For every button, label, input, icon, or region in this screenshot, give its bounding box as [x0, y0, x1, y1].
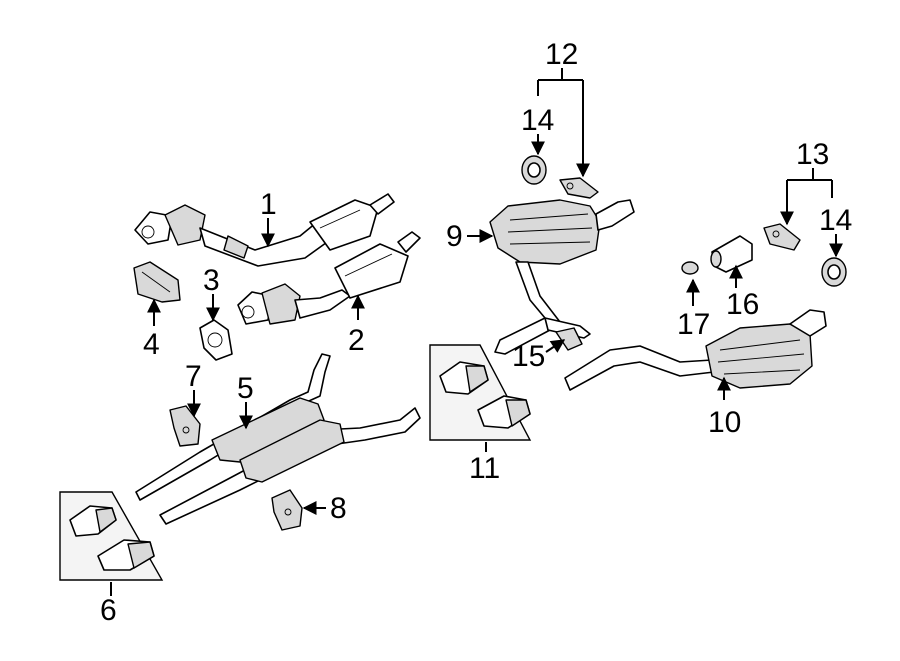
part-7-hanger: [169, 405, 201, 447]
leader-lines: [110, 68, 843, 596]
part-12-bracket: [559, 177, 599, 199]
callout-1: 1: [260, 188, 277, 221]
part-6-clamp-group: [59, 491, 164, 581]
part-4-heat-shield: [133, 261, 181, 303]
part-13-bracket: [763, 223, 801, 251]
callout-5: 5: [237, 372, 254, 405]
callout-14-right: 14: [819, 204, 852, 237]
part-14-isolator-right: [821, 257, 847, 287]
part-11-clamp-group: [429, 344, 532, 441]
callout-3: 3: [203, 264, 220, 297]
callout-12: 12: [545, 38, 578, 71]
callout-7: 7: [185, 360, 202, 393]
part-17-clamp-ring: [681, 261, 699, 275]
part-3-gasket: [199, 319, 233, 361]
callout-15: 15: [512, 340, 545, 373]
callout-6: 6: [100, 594, 117, 627]
part-5-intermediate-pipe: [135, 353, 421, 525]
callout-16: 16: [726, 288, 759, 321]
part-9-muffler-front: [489, 199, 635, 355]
callout-17: 17: [677, 308, 710, 341]
callout-labels: 1 2 3 4 5 6 7 8 9 10 11 12 13 14 14 15 1…: [100, 38, 852, 627]
part-8-hanger: [271, 489, 303, 531]
callout-10: 10: [708, 406, 741, 439]
callout-14-left: 14: [521, 104, 554, 137]
part-1-catalytic-converter-front: [134, 193, 395, 267]
part-14-isolator-left: [521, 155, 547, 185]
callout-13: 13: [796, 138, 829, 171]
callout-2: 2: [348, 324, 365, 357]
callout-8: 8: [330, 492, 347, 525]
callout-9: 9: [446, 220, 463, 253]
callout-4: 4: [143, 328, 160, 361]
part-2-catalytic-converter-rear: [237, 231, 421, 325]
part-16-exhaust-tip: [710, 235, 753, 273]
callout-11: 11: [469, 452, 500, 485]
